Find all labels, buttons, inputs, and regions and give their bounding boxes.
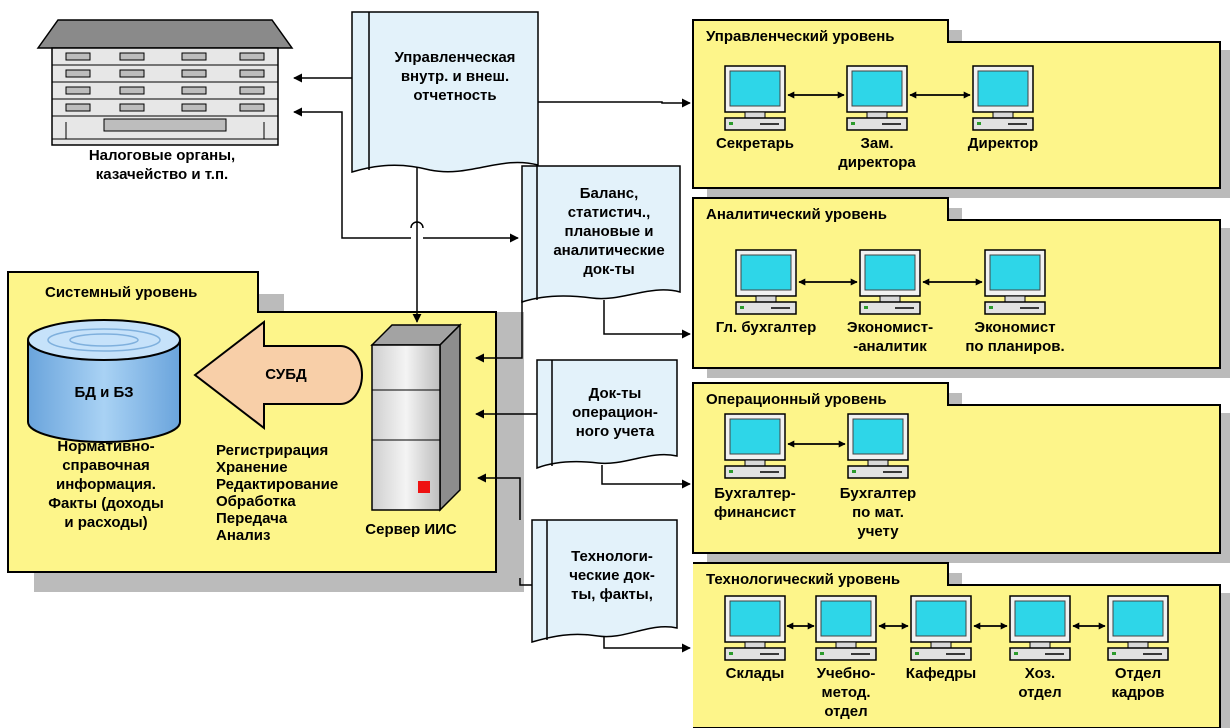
technological-level-title: Технологический уровень: [706, 571, 901, 588]
worker-accountant-materials-label: Бухгалтер по мат. учету: [818, 484, 938, 541]
worker-hr-dept-label: Отдел кадров: [1088, 664, 1188, 702]
dbms-label: СУБД: [265, 366, 307, 383]
doc-management-line3: отчетность: [413, 87, 497, 104]
operational-level-title: Операционный уровень: [706, 391, 887, 408]
worker-deputy-director-label: Зам. директора: [817, 134, 937, 172]
worker-label-line: отдел: [824, 703, 868, 720]
worker-label-line: учету: [857, 523, 899, 540]
worker-label-line: по мат.: [852, 504, 904, 521]
analytical-computers: [735, 249, 1046, 315]
nsi-line4: Факты (доходы: [48, 495, 164, 512]
document-management-shape: [351, 11, 539, 174]
function-item: Хранение: [216, 459, 288, 476]
worker-label-line: Директор: [967, 135, 1039, 152]
worker-label-line: отдел: [1018, 684, 1062, 701]
building-label: Налоговые органы, казачейство и т.п.: [62, 146, 262, 184]
operational-level-panel: [692, 382, 1230, 563]
nsi-line5: и расходы): [64, 514, 148, 531]
worker-departments-label: Кафедры: [891, 664, 991, 683]
database-cylinder: [27, 319, 181, 443]
building-label-line2: казачейство и т.п.: [95, 166, 229, 183]
doc-balance-line3: плановые и: [564, 223, 654, 240]
doc-balance-line2: статистич.,: [567, 204, 651, 221]
worker-label-line: Экономист: [974, 319, 1056, 336]
building-icon: [36, 19, 294, 146]
worker-warehouses-label: Склады: [705, 664, 805, 683]
worker-label-line: Хоз.: [1024, 665, 1056, 682]
document-balance-shape: [521, 165, 681, 304]
worker-label-line: метод.: [821, 684, 871, 701]
server-label: Сервер ИИС: [365, 521, 457, 538]
worker-accountant-financier-label: Бухгалтер- финансист: [695, 484, 815, 522]
doc-technological-line1: Технологи-: [571, 548, 653, 565]
nsi-line2: справочная: [62, 457, 150, 474]
worker-director-label: Директор: [943, 134, 1063, 153]
function-item: Анализ: [216, 527, 271, 544]
document-operational-shape: [536, 359, 678, 470]
worker-economist-planning-label: Экономист по планиров.: [950, 318, 1080, 356]
worker-label-line: Бухгалтер-: [714, 485, 796, 502]
function-item: Редактирование: [216, 476, 339, 493]
function-item: Регистрирация: [216, 442, 329, 459]
doc-operational-line3: ного учета: [575, 423, 655, 440]
db-label: БД и БЗ: [74, 384, 134, 401]
nsi-line1: Нормативно-: [57, 438, 155, 455]
worker-economist-analyst-label: Экономист- -аналитик: [830, 318, 950, 356]
doc-operational-line2: операцион-: [572, 404, 658, 421]
peer-arrows: [786, 91, 1106, 630]
functions-list: Регистрирация Хранение Редактирование Об…: [216, 442, 338, 544]
document-technological-shape: [531, 519, 678, 643]
worker-label-line: Гл. бухгалтер: [715, 319, 817, 336]
worker-label-line: по планиров.: [965, 338, 1065, 355]
doc-technological-text: Технологи- ческие док- ты, факты,: [548, 547, 676, 604]
worker-label-line: Зам.: [860, 135, 894, 152]
management-computers: [724, 65, 1034, 131]
building-label-line1: Налоговые органы,: [88, 147, 236, 164]
doc-balance-line1: Баланс,: [579, 185, 639, 202]
doc-balance-line5: док-ты: [583, 261, 635, 278]
worker-label-line: Секретарь: [715, 135, 795, 152]
nsi-text: Нормативно- справочная информация. Факты…: [22, 437, 190, 532]
worker-label-line: Склады: [725, 665, 785, 682]
management-level-panel: [692, 19, 1230, 198]
worker-label-line: директора: [838, 154, 916, 171]
worker-label-line: кадров: [1111, 684, 1165, 701]
doc-operational-text: Док-ты операцион- ного учета: [553, 384, 677, 441]
connector-lines: [293, 73, 691, 653]
doc-technological-line3: ты, факты,: [571, 586, 653, 603]
doc-operational-line1: Док-ты: [588, 385, 642, 402]
system-level-title: Системный уровень: [45, 284, 198, 301]
worker-label-line: Кафедры: [905, 665, 977, 682]
worker-label-line: Экономист-: [846, 319, 934, 336]
worker-label-line: Отдел: [1114, 665, 1162, 682]
worker-maintenance-dept-label: Хоз. отдел: [990, 664, 1090, 702]
analytical-level-title: Аналитический уровень: [706, 206, 887, 223]
doc-balance-line4: аналитические: [553, 242, 665, 259]
worker-secretary-label: Секретарь: [695, 134, 815, 153]
doc-management-line2: внутр. и внеш.: [400, 68, 510, 85]
function-item: Обработка: [216, 493, 296, 510]
worker-chief-accountant-label: Гл. бухгалтер: [691, 318, 841, 337]
doc-technological-line2: ческие док-: [569, 567, 655, 584]
doc-balance-text: Баланс, статистич., плановые и аналитиче…: [538, 184, 680, 279]
server-tower-icon: [370, 323, 462, 512]
worker-label-line: -аналитик: [853, 338, 927, 355]
worker-label-line: финансист: [713, 504, 797, 521]
doc-management-text: Управленческая внутр. и внеш. отчетность: [372, 48, 538, 105]
doc-management-line1: Управленческая: [394, 49, 516, 66]
management-level-title: Управленческий уровень: [706, 28, 895, 45]
worker-label-line: Бухгалтер: [839, 485, 917, 502]
worker-label-line: Учебно-: [816, 665, 876, 682]
worker-study-method-dept-label: Учебно- метод. отдел: [796, 664, 896, 721]
dbms-arrow: [193, 319, 363, 431]
function-item: Передача: [216, 510, 288, 527]
nsi-line3: информация.: [56, 476, 156, 493]
